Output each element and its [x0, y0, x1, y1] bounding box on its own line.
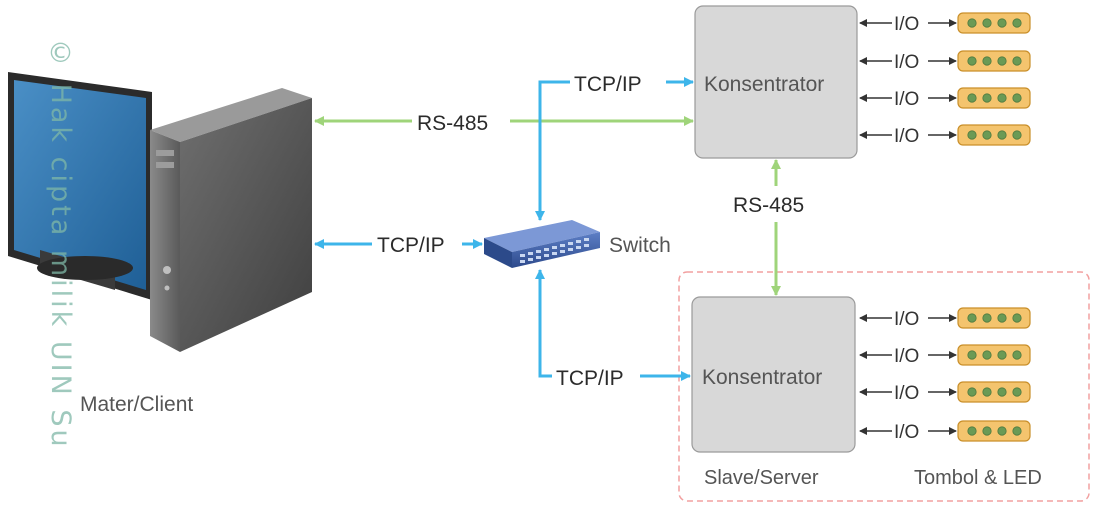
io-row: I/O — [859, 381, 1031, 404]
switch-label: Switch — [609, 234, 671, 257]
led-dot — [982, 93, 992, 103]
led-dot — [982, 130, 992, 140]
io-label: I/O — [894, 89, 919, 110]
led-dot — [967, 387, 977, 397]
led-button-module — [957, 381, 1031, 403]
led-dot — [997, 56, 1007, 66]
io-row: I/O — [859, 87, 1031, 110]
io-row: I/O — [859, 12, 1031, 35]
tcpip-switch-top-link — [535, 80, 570, 221]
tcpip-top-label: TCP/IP — [574, 73, 642, 96]
io-row: I/O — [859, 420, 1031, 443]
led-dot — [967, 426, 977, 436]
led-dot — [997, 130, 1007, 140]
rs485-main-label: RS-485 — [417, 112, 488, 135]
led-dot — [997, 93, 1007, 103]
led-dot — [1012, 130, 1022, 140]
led-dot — [982, 56, 992, 66]
led-button-module — [957, 420, 1031, 442]
master-computer-icon — [8, 72, 312, 352]
led-dot — [997, 387, 1007, 397]
led-button-module — [957, 124, 1031, 146]
led-dot — [997, 313, 1007, 323]
io-row: I/O — [859, 307, 1031, 330]
led-button-module — [957, 87, 1031, 109]
led-button-module — [957, 344, 1031, 366]
led-dot — [982, 18, 992, 28]
concentrator-bottom-label: Konsentrator — [702, 366, 822, 389]
io-label: I/O — [894, 14, 919, 35]
master-label: Mater/Client — [80, 393, 193, 416]
led-dot — [1012, 426, 1022, 436]
io-label: I/O — [894, 309, 919, 330]
led-dot — [967, 93, 977, 103]
led-dot — [982, 313, 992, 323]
led-dot — [982, 426, 992, 436]
io-label: I/O — [894, 346, 919, 367]
io-label: I/O — [894, 422, 919, 443]
led-dot — [1012, 93, 1022, 103]
concentrator-bottom-box — [691, 296, 856, 453]
led-button-module — [957, 12, 1031, 34]
led-dot — [1012, 313, 1022, 323]
tcpip-switch-bottom-link — [535, 269, 552, 378]
tcpip-bottom-label: TCP/IP — [556, 367, 624, 390]
io-label: I/O — [894, 383, 919, 404]
led-button-module — [957, 50, 1031, 72]
slave-caption: Slave/Server — [704, 467, 819, 489]
rs485-vertical-label: RS-485 — [733, 194, 804, 217]
led-dot — [967, 18, 977, 28]
led-dot — [967, 130, 977, 140]
led-dot — [1012, 350, 1022, 360]
concentrator-top-label: Konsentrator — [704, 73, 824, 96]
concentrator-top-box — [694, 5, 858, 159]
io-label: I/O — [894, 126, 919, 147]
led-dot — [1012, 18, 1022, 28]
led-dot — [997, 350, 1007, 360]
led-dot — [967, 313, 977, 323]
io-row: I/O — [859, 50, 1031, 73]
slave-region-outline — [678, 271, 1090, 502]
led-dot — [982, 387, 992, 397]
led-button-module — [957, 307, 1031, 329]
led-dot — [967, 350, 977, 360]
led-dot — [967, 56, 977, 66]
io-row: I/O — [859, 344, 1031, 367]
io-label: I/O — [894, 52, 919, 73]
led-dot — [1012, 56, 1022, 66]
led-dot — [997, 426, 1007, 436]
led-dot — [982, 350, 992, 360]
led-dot — [1012, 387, 1022, 397]
led-dot — [997, 18, 1007, 28]
io-row: I/O — [859, 124, 1031, 147]
buttons-caption: Tombol & LED — [914, 467, 1042, 489]
switch-icon — [484, 220, 600, 268]
tcpip-master-label: TCP/IP — [377, 234, 445, 257]
io-rows: I/O I/O I/O I/O I/O I/O I/O I/O — [859, 12, 1031, 443]
